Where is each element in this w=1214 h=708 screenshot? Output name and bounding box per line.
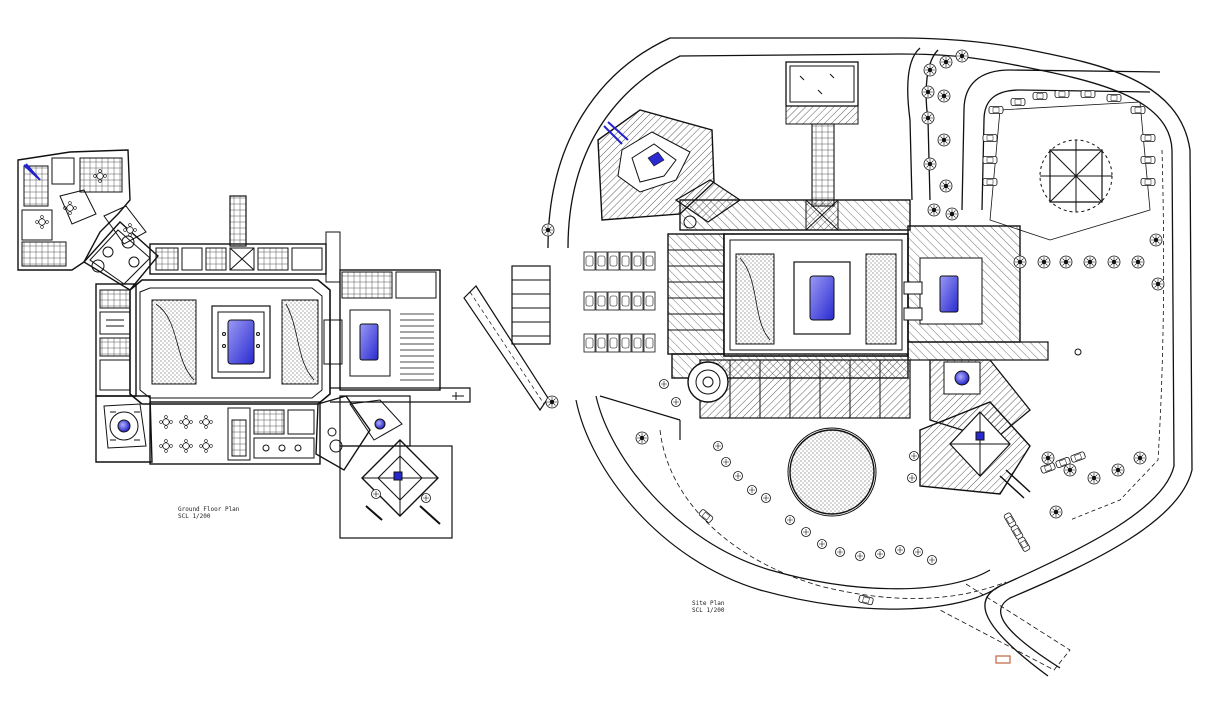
drawing-scale: SCL 1/200 bbox=[692, 607, 725, 614]
pool-icon bbox=[359, 323, 379, 361]
parking-east bbox=[697, 450, 1087, 664]
ground-floor-plan-caption: Ground Floor Plan SCL 1/200 bbox=[178, 506, 239, 520]
pool-icon bbox=[117, 419, 131, 433]
connector-northwest bbox=[82, 205, 159, 291]
gazebo-icon bbox=[949, 411, 1011, 477]
restaurant-south bbox=[149, 401, 321, 465]
north-block bbox=[149, 195, 341, 283]
drawing-title: Ground Floor Plan bbox=[178, 506, 240, 513]
southeast-wing bbox=[315, 395, 453, 539]
pool-icon bbox=[647, 151, 665, 167]
site-plan-caption: Site Plan SCL 1/200 bbox=[692, 600, 725, 614]
pool-icon bbox=[809, 275, 835, 321]
gazebo-icon bbox=[1039, 139, 1113, 213]
circular-plaza bbox=[787, 427, 877, 517]
drawing-scale: SCL 1/200 bbox=[178, 513, 211, 520]
parking-west bbox=[511, 251, 656, 353]
pool-icon bbox=[954, 370, 970, 386]
gazebo-icon bbox=[361, 439, 439, 517]
drawing-title: Site Plan bbox=[692, 600, 725, 607]
southwest-lounge bbox=[95, 395, 153, 463]
north-pavilion bbox=[785, 61, 859, 207]
site-plan bbox=[463, 37, 1193, 677]
inner-loop-road bbox=[575, 395, 1071, 671]
pool-icon bbox=[939, 275, 959, 313]
pool-icon bbox=[374, 418, 386, 430]
entry-drive bbox=[463, 285, 549, 412]
pool-icon bbox=[227, 319, 255, 365]
west-rooms bbox=[95, 283, 137, 397]
main-building bbox=[597, 109, 1049, 499]
central-courtyard bbox=[129, 279, 331, 405]
perimeter-road bbox=[547, 37, 1193, 677]
guest-wing-northwest bbox=[17, 149, 131, 271]
east-block bbox=[323, 269, 471, 403]
ground-floor-plan bbox=[17, 149, 471, 539]
northeast-garden bbox=[982, 90, 1156, 356]
